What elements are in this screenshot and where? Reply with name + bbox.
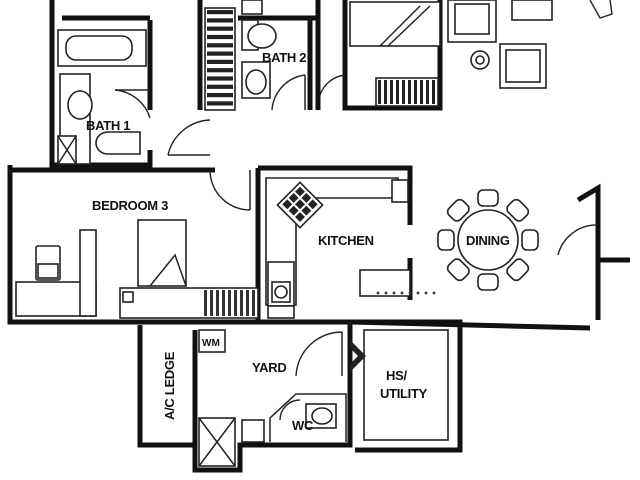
label-hs: HS/	[386, 368, 407, 383]
living-furniture	[447, 0, 613, 256]
label-wm: WM	[202, 338, 220, 349]
dining-set	[437, 189, 539, 291]
kitchen-fixtures	[265, 177, 436, 319]
yard-fixtures	[198, 329, 347, 467]
bedroom3-fixtures	[15, 219, 259, 319]
label-utility: UTILITY	[380, 386, 428, 401]
label-wc: WC	[292, 418, 314, 433]
label-yard: YARD	[252, 360, 286, 375]
top-bedroom-fixtures	[319, 1, 441, 107]
label-dining: DINING	[466, 233, 510, 248]
label-bedroom3: BEDROOM 3	[92, 198, 168, 213]
label-ac-ledge: A/C LEDGE	[162, 351, 177, 420]
label-kitchen: KITCHEN	[318, 233, 374, 248]
corridor-doors	[167, 119, 251, 211]
bath1-fixtures	[57, 29, 151, 165]
hs-utility-room	[350, 329, 449, 441]
label-bath1: BATH 1	[86, 118, 130, 133]
shelf-stripes	[204, 7, 236, 111]
bath2-fixtures	[241, 0, 306, 111]
label-bath2: BATH 2	[262, 50, 306, 65]
